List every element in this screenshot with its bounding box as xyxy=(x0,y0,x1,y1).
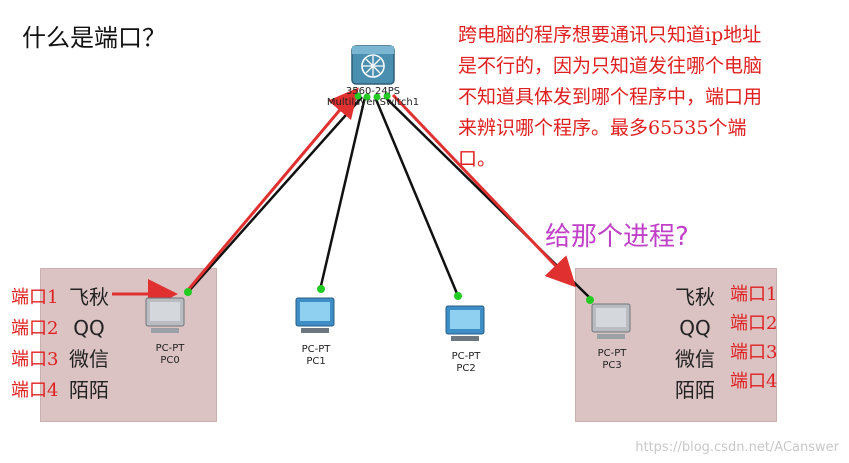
link-dot xyxy=(373,93,381,101)
link-dot xyxy=(354,92,362,100)
note-line: 来辨识哪个程序。最多65535个端 xyxy=(458,117,747,139)
link-dot xyxy=(383,92,391,100)
switch-label: 3560-24PS Multilayer Switch1 xyxy=(310,86,436,108)
port-label: 端口4 xyxy=(730,371,778,392)
link-dot xyxy=(184,288,192,296)
cable-switch-pc0 xyxy=(187,96,363,293)
pc3-port-list: 端口1 端口2 端口3 端口4 xyxy=(730,280,777,396)
pc3-label: PC-PT PC3 xyxy=(582,348,642,372)
pc-name: PC2 xyxy=(456,363,476,374)
pc-name: PC1 xyxy=(306,356,326,367)
link-dot xyxy=(317,285,325,293)
pc0-app-list: 飞秋 QQ 微信 陌陌 xyxy=(62,282,116,406)
pc0-port-list: 端口1 端口2 端口3 端口4 xyxy=(11,282,58,406)
app-name: QQ xyxy=(679,316,711,340)
port-label: 端口1 xyxy=(730,284,778,305)
app-name: 飞秋 xyxy=(675,285,715,309)
app-name: 陌陌 xyxy=(69,378,109,402)
pc0-icon xyxy=(145,297,185,333)
note-line: 跨电脑的程序想要通讯只知道ip地址 xyxy=(458,24,762,46)
pc1-icon xyxy=(295,297,335,333)
port-label: 端口2 xyxy=(11,318,59,339)
question-text: 给那个进程? xyxy=(545,222,689,252)
pc3-icon xyxy=(591,303,631,339)
pc3-app-box xyxy=(575,268,777,422)
app-name: QQ xyxy=(73,316,105,340)
pc2-icon xyxy=(445,305,485,341)
port-explanation-note: 跨电脑的程序想要通讯只知道ip地址 是不行的，因为只知道发往哪个电脑 不知道具体… xyxy=(458,20,818,175)
note-line: 口。 xyxy=(458,148,497,170)
pc-name: PC3 xyxy=(602,360,622,371)
app-name: 飞秋 xyxy=(69,285,109,309)
port-label: 端口1 xyxy=(11,287,59,308)
app-name: 微信 xyxy=(675,347,715,371)
switch-name: Multilayer Switch1 xyxy=(326,97,420,108)
pc-type: PC-PT xyxy=(301,344,331,355)
pc1-label: PC-PT PC1 xyxy=(286,344,346,368)
note-line: 不知道具体发到哪个程序中，端口用 xyxy=(458,86,763,108)
cable-switch-pc1 xyxy=(318,96,367,291)
pc-type: PC-PT xyxy=(451,351,481,362)
page-title: 什么是端口？ xyxy=(22,24,166,52)
app-name: 陌陌 xyxy=(675,378,715,402)
link-dot xyxy=(586,296,594,304)
port-label: 端口3 xyxy=(11,349,59,370)
port-label: 端口3 xyxy=(730,342,778,363)
red-arrow-pc0-to-switch xyxy=(186,87,359,291)
pc-name: PC0 xyxy=(160,355,180,366)
red-arrow-switch-to-pc3 xyxy=(391,93,577,288)
link-dot xyxy=(454,292,462,300)
note-line: 是不行的，因为只知道发往哪个电脑 xyxy=(458,55,763,77)
multilayer-switch-icon xyxy=(351,45,395,85)
port-label: 端口2 xyxy=(730,313,778,334)
pc-type: PC-PT xyxy=(597,348,627,359)
pc0-label: PC-PT PC0 xyxy=(140,343,200,367)
pc3-app-list: 飞秋 QQ 微信 陌陌 xyxy=(668,282,722,406)
watermark: https://blog.csdn.net/ACanswer xyxy=(635,440,839,455)
port-label: 端口4 xyxy=(11,380,59,401)
cable-switch-pc2 xyxy=(373,96,460,297)
link-dot xyxy=(363,93,371,101)
switch-model: 3560-24PS xyxy=(345,86,401,97)
app-name: 微信 xyxy=(69,347,109,371)
pc2-label: PC-PT PC2 xyxy=(436,351,496,375)
pc-type: PC-PT xyxy=(155,343,185,354)
